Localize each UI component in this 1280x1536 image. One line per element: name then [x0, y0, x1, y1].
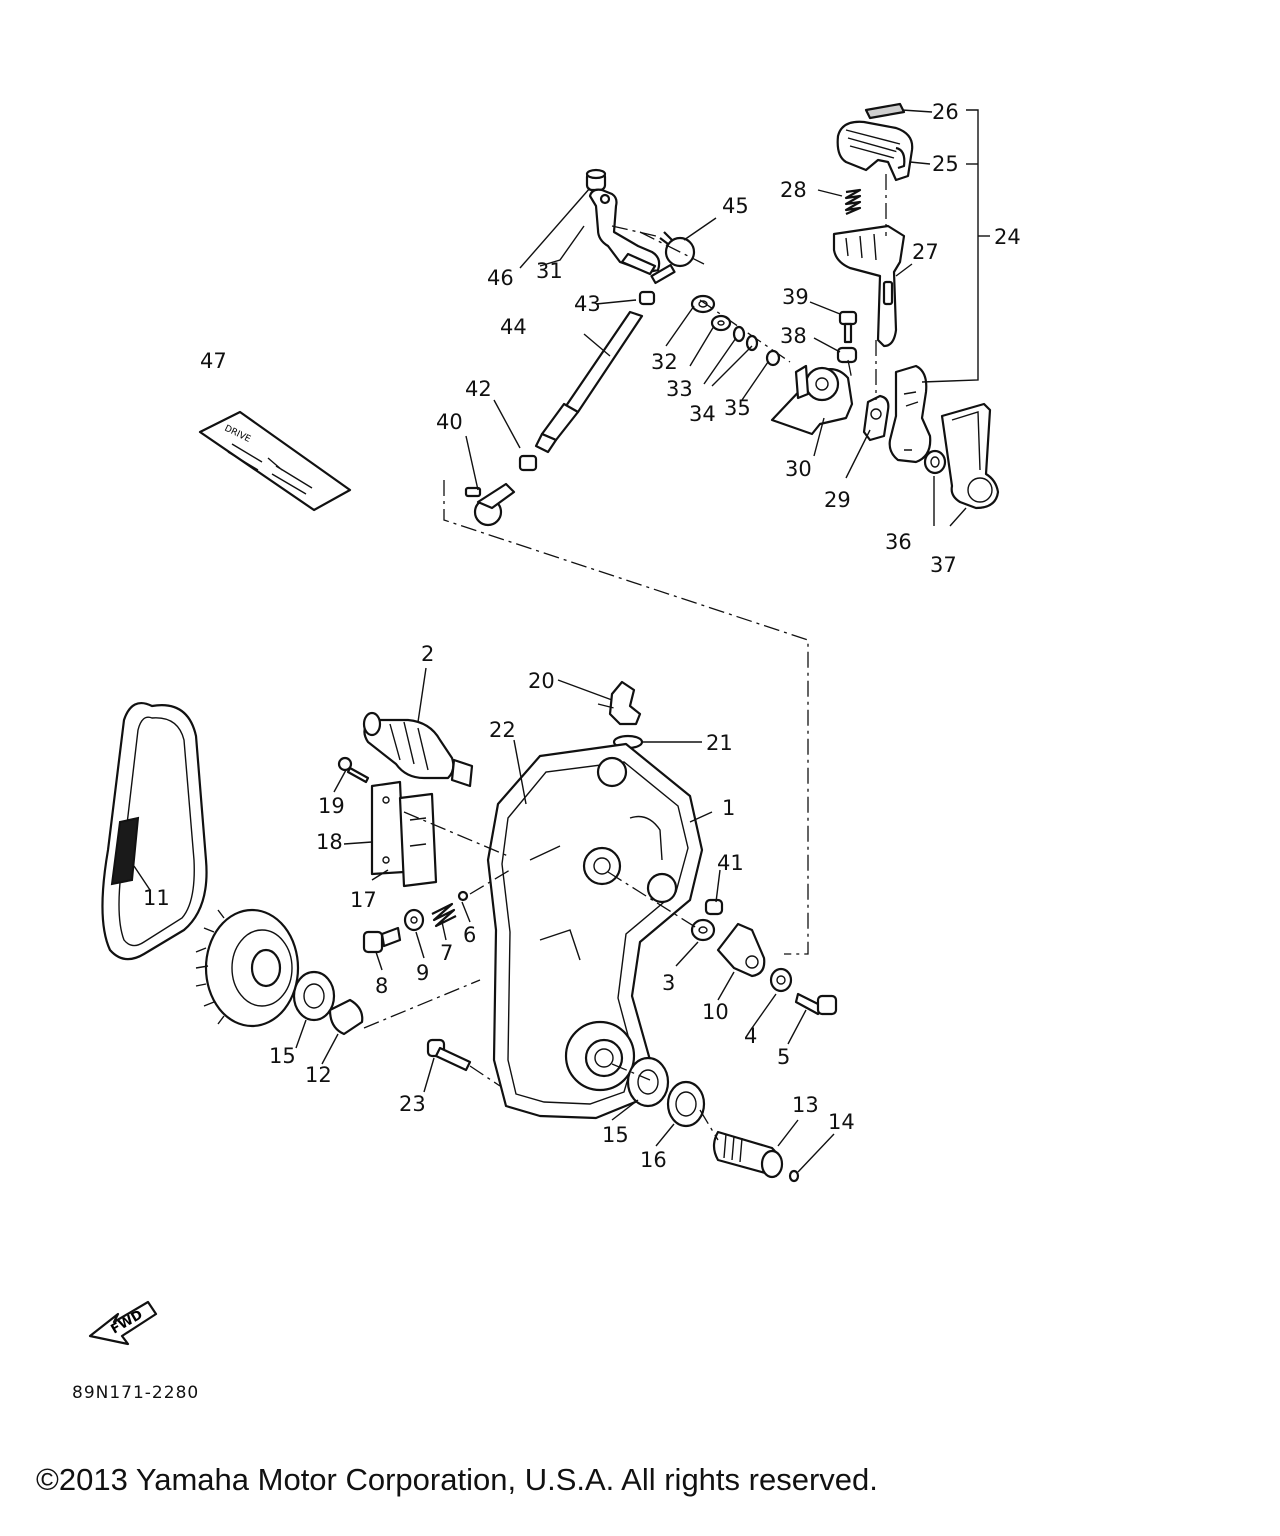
part-16-oil-seal — [666, 1080, 706, 1128]
part-29-plate — [862, 394, 890, 442]
callout-4: 4 — [744, 1024, 757, 1048]
part-20-filler-cap — [608, 680, 642, 726]
callout-15: 15 — [269, 1044, 296, 1068]
part-17-plate — [398, 792, 438, 888]
part-42-bushing — [518, 454, 538, 472]
part-14-ring — [788, 1169, 800, 1183]
part-11-drive-chain — [101, 702, 208, 961]
callout-3: 3 — [662, 971, 675, 995]
fwd-arrow-icon: FWD — [88, 1300, 158, 1346]
part-36-nut — [923, 449, 947, 475]
callout-43: 43 — [574, 292, 601, 316]
part-32-washer — [690, 294, 716, 314]
part-5-bolt — [794, 992, 838, 1016]
part-26-pad — [864, 102, 906, 120]
callout-7: 7 — [440, 941, 453, 965]
part-19-screw — [337, 756, 370, 784]
part-18-plate — [370, 780, 406, 876]
callout-40: 40 — [436, 410, 463, 434]
part-34-clips — [732, 325, 759, 352]
part-12-collar — [328, 998, 364, 1036]
part-27-lever — [832, 224, 906, 348]
callout-2: 2 — [421, 642, 434, 666]
callout-27: 27 — [912, 240, 939, 264]
part-28-spring — [844, 188, 862, 216]
part-13-shaft — [712, 1130, 784, 1179]
part-1-case — [486, 742, 704, 1120]
callout-18: 18 — [316, 830, 343, 854]
copyright-notice: ©2013 Yamaha Motor Corporation, U.S.A. A… — [36, 1462, 878, 1497]
part-39-bolt — [838, 310, 858, 344]
callout-13: 13 — [792, 1093, 819, 1117]
callout-37: 37 — [930, 553, 957, 577]
callout-29: 29 — [824, 488, 851, 512]
part-8-plug-bolt — [362, 926, 402, 954]
part-3-washer — [690, 918, 716, 942]
callout-12: 12 — [305, 1063, 332, 1087]
part-46-nut — [585, 168, 607, 192]
part-15-bearing-left — [292, 970, 336, 1022]
callout-45: 45 — [722, 194, 749, 218]
callout-34: 34 — [689, 402, 716, 426]
callout-46: 46 — [487, 266, 514, 290]
callout-labels: 1 2 3 4 5 6 7 8 9 10 11 12 13 14 15 15 1… — [143, 100, 1021, 1172]
callout-44: 44 — [500, 315, 527, 339]
callout-24: 24 — [994, 225, 1021, 249]
callout-35: 35 — [724, 396, 751, 420]
callout-16: 16 — [640, 1148, 667, 1172]
part-4-washer — [769, 967, 793, 993]
part-10-shift-lever — [716, 922, 766, 978]
part-7-spring — [431, 902, 457, 928]
callout-14: 14 — [828, 1110, 855, 1134]
callout-36: 36 — [885, 530, 912, 554]
part-40-ball-joint — [464, 482, 516, 527]
part-gear-assembly — [195, 908, 300, 1028]
callout-5: 5 — [777, 1045, 790, 1069]
callout-1: 1 — [722, 796, 735, 820]
callout-22: 22 — [489, 718, 516, 742]
callout-41: 41 — [717, 851, 744, 875]
callout-25: 25 — [932, 152, 959, 176]
callout-17: 17 — [350, 888, 377, 912]
callout-20: 20 — [528, 669, 555, 693]
drawing-code: 89N171-2280 — [72, 1383, 200, 1403]
part-38-collar — [836, 346, 858, 364]
callout-21: 21 — [706, 731, 733, 755]
part-30-bracket — [770, 364, 854, 436]
callout-28: 28 — [780, 178, 807, 202]
part-15-bearing-right — [626, 1056, 670, 1108]
part-6-ball — [457, 890, 469, 902]
callout-42: 42 — [465, 377, 492, 401]
part-2-clutch — [362, 711, 474, 788]
callout-26: 26 — [932, 100, 959, 124]
callout-39: 39 — [782, 285, 809, 309]
callout-8: 8 — [375, 974, 388, 998]
part-24-lever-plate — [888, 364, 932, 464]
part-47-decal: DRIVE — [198, 410, 352, 512]
callout-10: 10 — [702, 1000, 729, 1024]
part-41-nut — [704, 898, 724, 916]
callout-38: 38 — [780, 324, 807, 348]
callout-47: 47 — [200, 349, 227, 373]
callout-31: 31 — [536, 259, 563, 283]
callout-15b: 15 — [602, 1123, 629, 1147]
callout-33: 33 — [666, 377, 693, 401]
callout-6: 6 — [463, 923, 476, 947]
callout-32: 32 — [651, 350, 678, 374]
part-43-bushing — [638, 290, 656, 306]
part-33-washer — [710, 314, 732, 332]
part-44-shift-rod — [534, 310, 644, 454]
callout-11: 11 — [143, 886, 170, 910]
callout-30: 30 — [785, 457, 812, 481]
part-31-shift-arm — [588, 188, 661, 276]
callout-19: 19 — [318, 794, 345, 818]
part-23-bolt — [426, 1038, 472, 1072]
callout-23: 23 — [399, 1092, 426, 1116]
part-9-washer — [403, 908, 425, 932]
part-25-lever-head — [836, 120, 914, 182]
part-37-cover — [940, 402, 1000, 510]
callout-9: 9 — [416, 961, 429, 985]
leader-lines — [133, 109, 990, 1173]
